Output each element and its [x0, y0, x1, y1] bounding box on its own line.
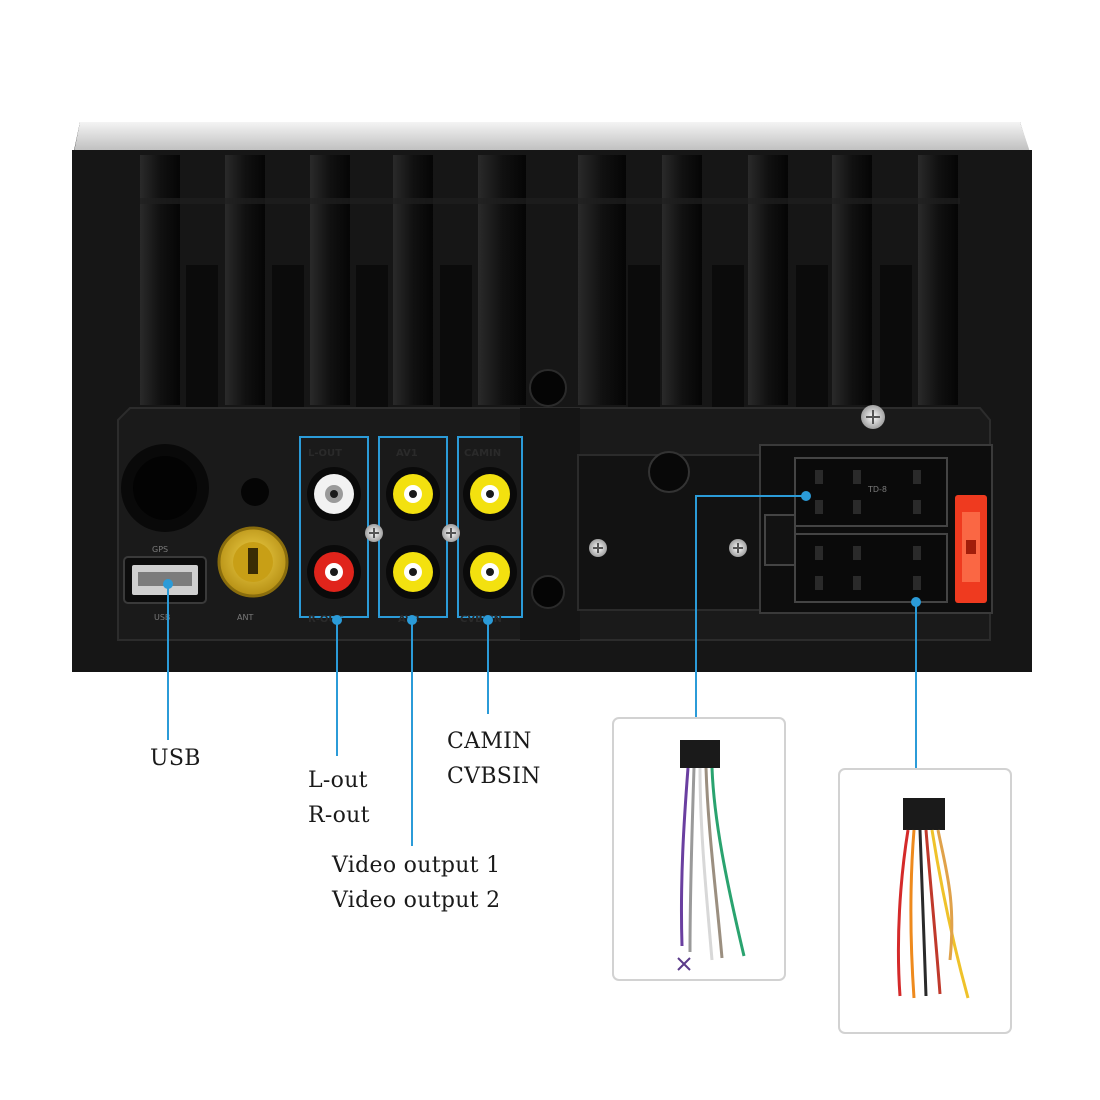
- gps-label: GPS: [152, 545, 168, 554]
- fuse-icon: [955, 495, 987, 603]
- video-output-callout: Video output 1 Video output 2: [332, 848, 500, 918]
- usb-callout-text: USB: [150, 746, 201, 771]
- r-out-label: R-OUT: [308, 614, 343, 625]
- antenna-jack: ANT: [217, 526, 289, 622]
- screw-icon: [442, 524, 460, 542]
- heatsink-fins: [140, 155, 960, 425]
- av1-label: AV1: [396, 448, 418, 459]
- cvbsin-label: CVBSIN: [460, 614, 502, 625]
- video-output-1-text: Video output 1: [332, 853, 501, 878]
- screw-icon: [729, 539, 747, 557]
- screw-icon: [861, 405, 885, 429]
- gps-port: GPS: [121, 444, 209, 554]
- l-out-callout-text: L-out: [308, 768, 368, 793]
- rca-jack-icon: [463, 545, 517, 599]
- connector-code-label: TD-8: [867, 485, 887, 494]
- iso-connector-icon: TD-8: [759, 444, 993, 614]
- rca-jack-icon: [307, 545, 361, 599]
- screw-icon: [589, 539, 607, 557]
- callout-lines: [167, 495, 917, 846]
- camera-input-callout: CAMIN CVBSIN: [447, 724, 541, 794]
- rca-jack-icon: [307, 467, 361, 521]
- rca-jack-icon: [386, 545, 440, 599]
- wire-harness-icon: [838, 768, 1012, 1034]
- ant-label: ANT: [237, 613, 253, 622]
- screw-icon: [365, 524, 383, 542]
- usb-port-label: USB: [154, 613, 170, 622]
- wire-harness-icon: [612, 717, 786, 981]
- mount-bolt: [529, 369, 567, 407]
- callout-dots: [163, 491, 921, 625]
- rca-jack-icon: [386, 467, 440, 521]
- mount-bolt: [648, 451, 690, 493]
- usb-callout: USB: [150, 741, 201, 776]
- mount-bolt: [531, 575, 565, 609]
- video-output-2-text: Video output 2: [332, 888, 501, 913]
- audio-out-callout: L-out R-out: [308, 763, 370, 833]
- l-out-label: L-OUT: [308, 448, 342, 459]
- camin-label: CAMIN: [464, 448, 501, 459]
- camin-callout-text: CAMIN: [447, 729, 532, 754]
- mount-hole: [241, 478, 269, 506]
- cvbsin-callout-text: CVBSIN: [447, 764, 541, 789]
- rca-jack-icon: [463, 467, 517, 521]
- r-out-callout-text: R-out: [308, 803, 370, 828]
